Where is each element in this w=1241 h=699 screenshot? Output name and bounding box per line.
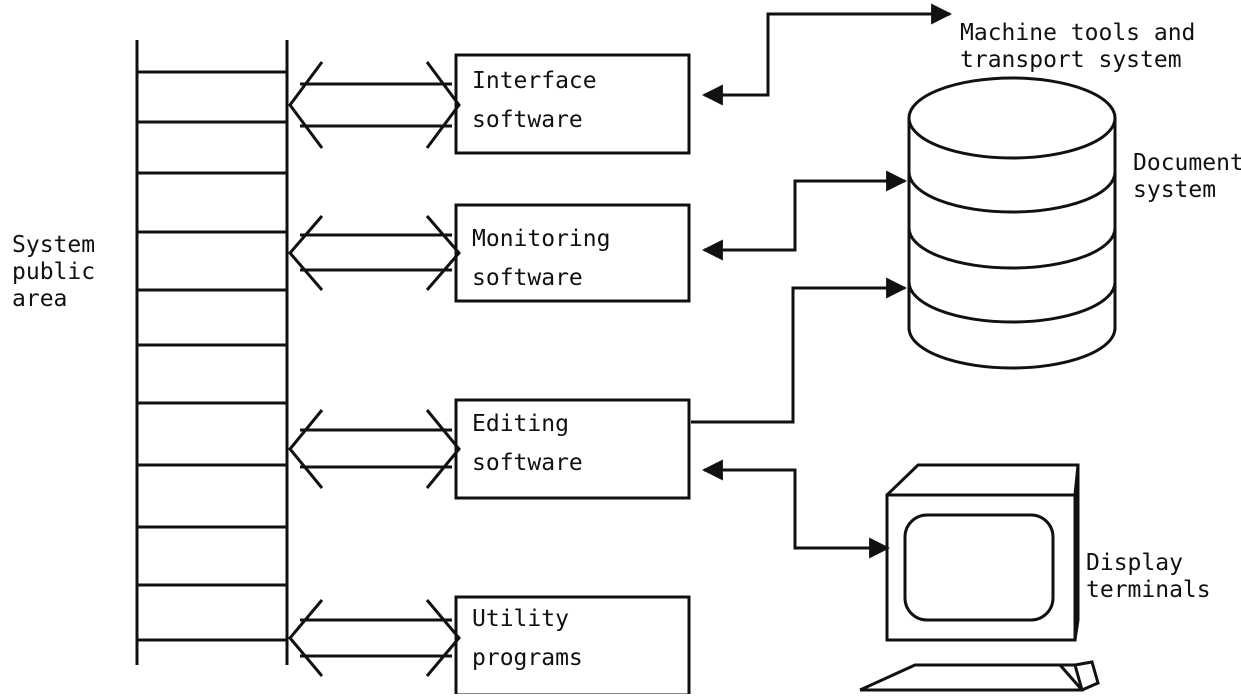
double-arrow-monitoring <box>288 215 461 291</box>
module-interface-text: Interface software <box>472 68 597 133</box>
module-box-monitoring <box>454 203 691 303</box>
double-arrow-utility <box>288 599 461 677</box>
document-system-label: Document system <box>1133 150 1241 203</box>
module-box-editing <box>454 398 691 500</box>
display-terminal-icon <box>859 463 1100 692</box>
connector-interface-machine <box>701 3 953 106</box>
double-arrow-interface <box>288 61 461 149</box>
module-editing-text: Editing software <box>472 411 583 476</box>
public-area-label: System public area <box>12 232 96 312</box>
module-utility-text: Utility programs <box>472 606 583 671</box>
module-monitoring-text: Monitoring software <box>472 226 611 291</box>
display-terminals-label: Display terminals <box>1086 550 1211 603</box>
connector-editing-document <box>691 277 908 424</box>
connector-monitoring-document <box>701 170 908 261</box>
double-arrow-editing <box>288 409 461 489</box>
document-system-icon <box>907 76 1117 370</box>
connector-editing-display <box>701 459 891 559</box>
module-box-interface <box>454 53 691 155</box>
public-area-ladder <box>135 40 289 665</box>
machine-tools-label: Machine tools and transport system <box>960 20 1196 73</box>
